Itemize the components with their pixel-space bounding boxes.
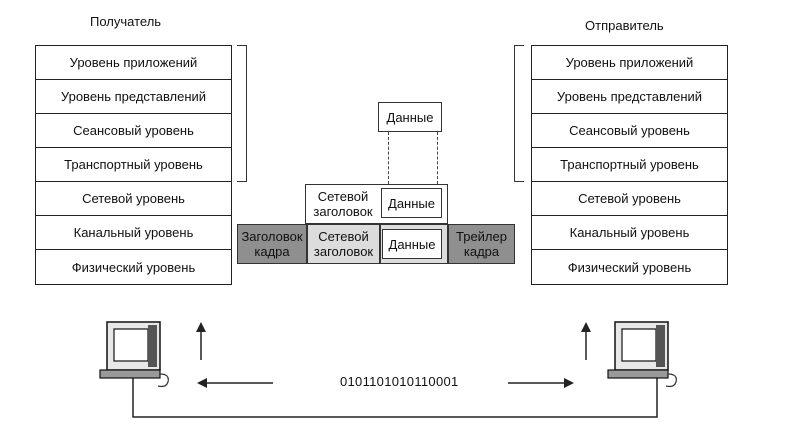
receiver-title: Получатель <box>90 14 162 29</box>
sender-layer-application: Уровень приложений <box>532 46 727 80</box>
receiver-layer-physical: Физический уровень <box>71 259 196 275</box>
arrow-up-icon <box>581 322 591 360</box>
receiver-layer-datalink: Канальный уровень <box>36 216 231 250</box>
sender-layer-transport: Транспортный уровень <box>532 148 727 182</box>
arrow-left-icon <box>197 378 273 388</box>
sender-layer-datalink: Канальный уровень <box>532 216 727 250</box>
receiver-layer-application: Уровень приложений <box>36 46 231 80</box>
receiver-layer-presentation: Уровень представлений <box>36 80 231 114</box>
receiver-stack: Уровень приложений Уровень представлений… <box>35 45 232 285</box>
frame-trailer: Трейлер кадра <box>448 224 515 264</box>
sender-layer-network: Сетевой уровень <box>532 182 727 216</box>
frame-data-box: Данные <box>382 229 442 259</box>
sender-stack: Уровень приложений Уровень представлений… <box>531 45 728 285</box>
network-cable <box>132 378 658 418</box>
computer-icon <box>607 321 677 388</box>
computer-icon <box>99 321 169 388</box>
receiver-layer-transport: Транспортный уровень <box>36 148 231 182</box>
arrow-up-icon <box>196 322 206 360</box>
receiver-layer-session: Сеансовый уровень <box>36 114 231 148</box>
sender-layer-session: Сеансовый уровень <box>532 114 727 148</box>
arrow-right-icon <box>508 378 574 388</box>
data-box-top: Данные <box>378 102 442 132</box>
receiver-upper-layers-bracket <box>237 45 247 182</box>
frame-header: Заголовок кадра <box>237 224 307 264</box>
sender-layer-physical: Физический уровень <box>567 259 692 275</box>
network-header-label: Сетевой заголовок <box>313 189 373 219</box>
dash-line-right <box>437 132 438 184</box>
packet-data-box: Данные <box>381 188 442 218</box>
sender-upper-layers-bracket <box>514 45 524 182</box>
sender-title: Отправитель <box>585 18 664 33</box>
dash-line-left <box>388 132 389 184</box>
bitstream-label: 0101101010110001 <box>340 374 459 389</box>
receiver-layer-network: Сетевой уровень <box>36 182 231 216</box>
frame-network-header: Сетевой заголовок <box>307 224 380 264</box>
sender-layer-presentation: Уровень представлений <box>532 80 727 114</box>
